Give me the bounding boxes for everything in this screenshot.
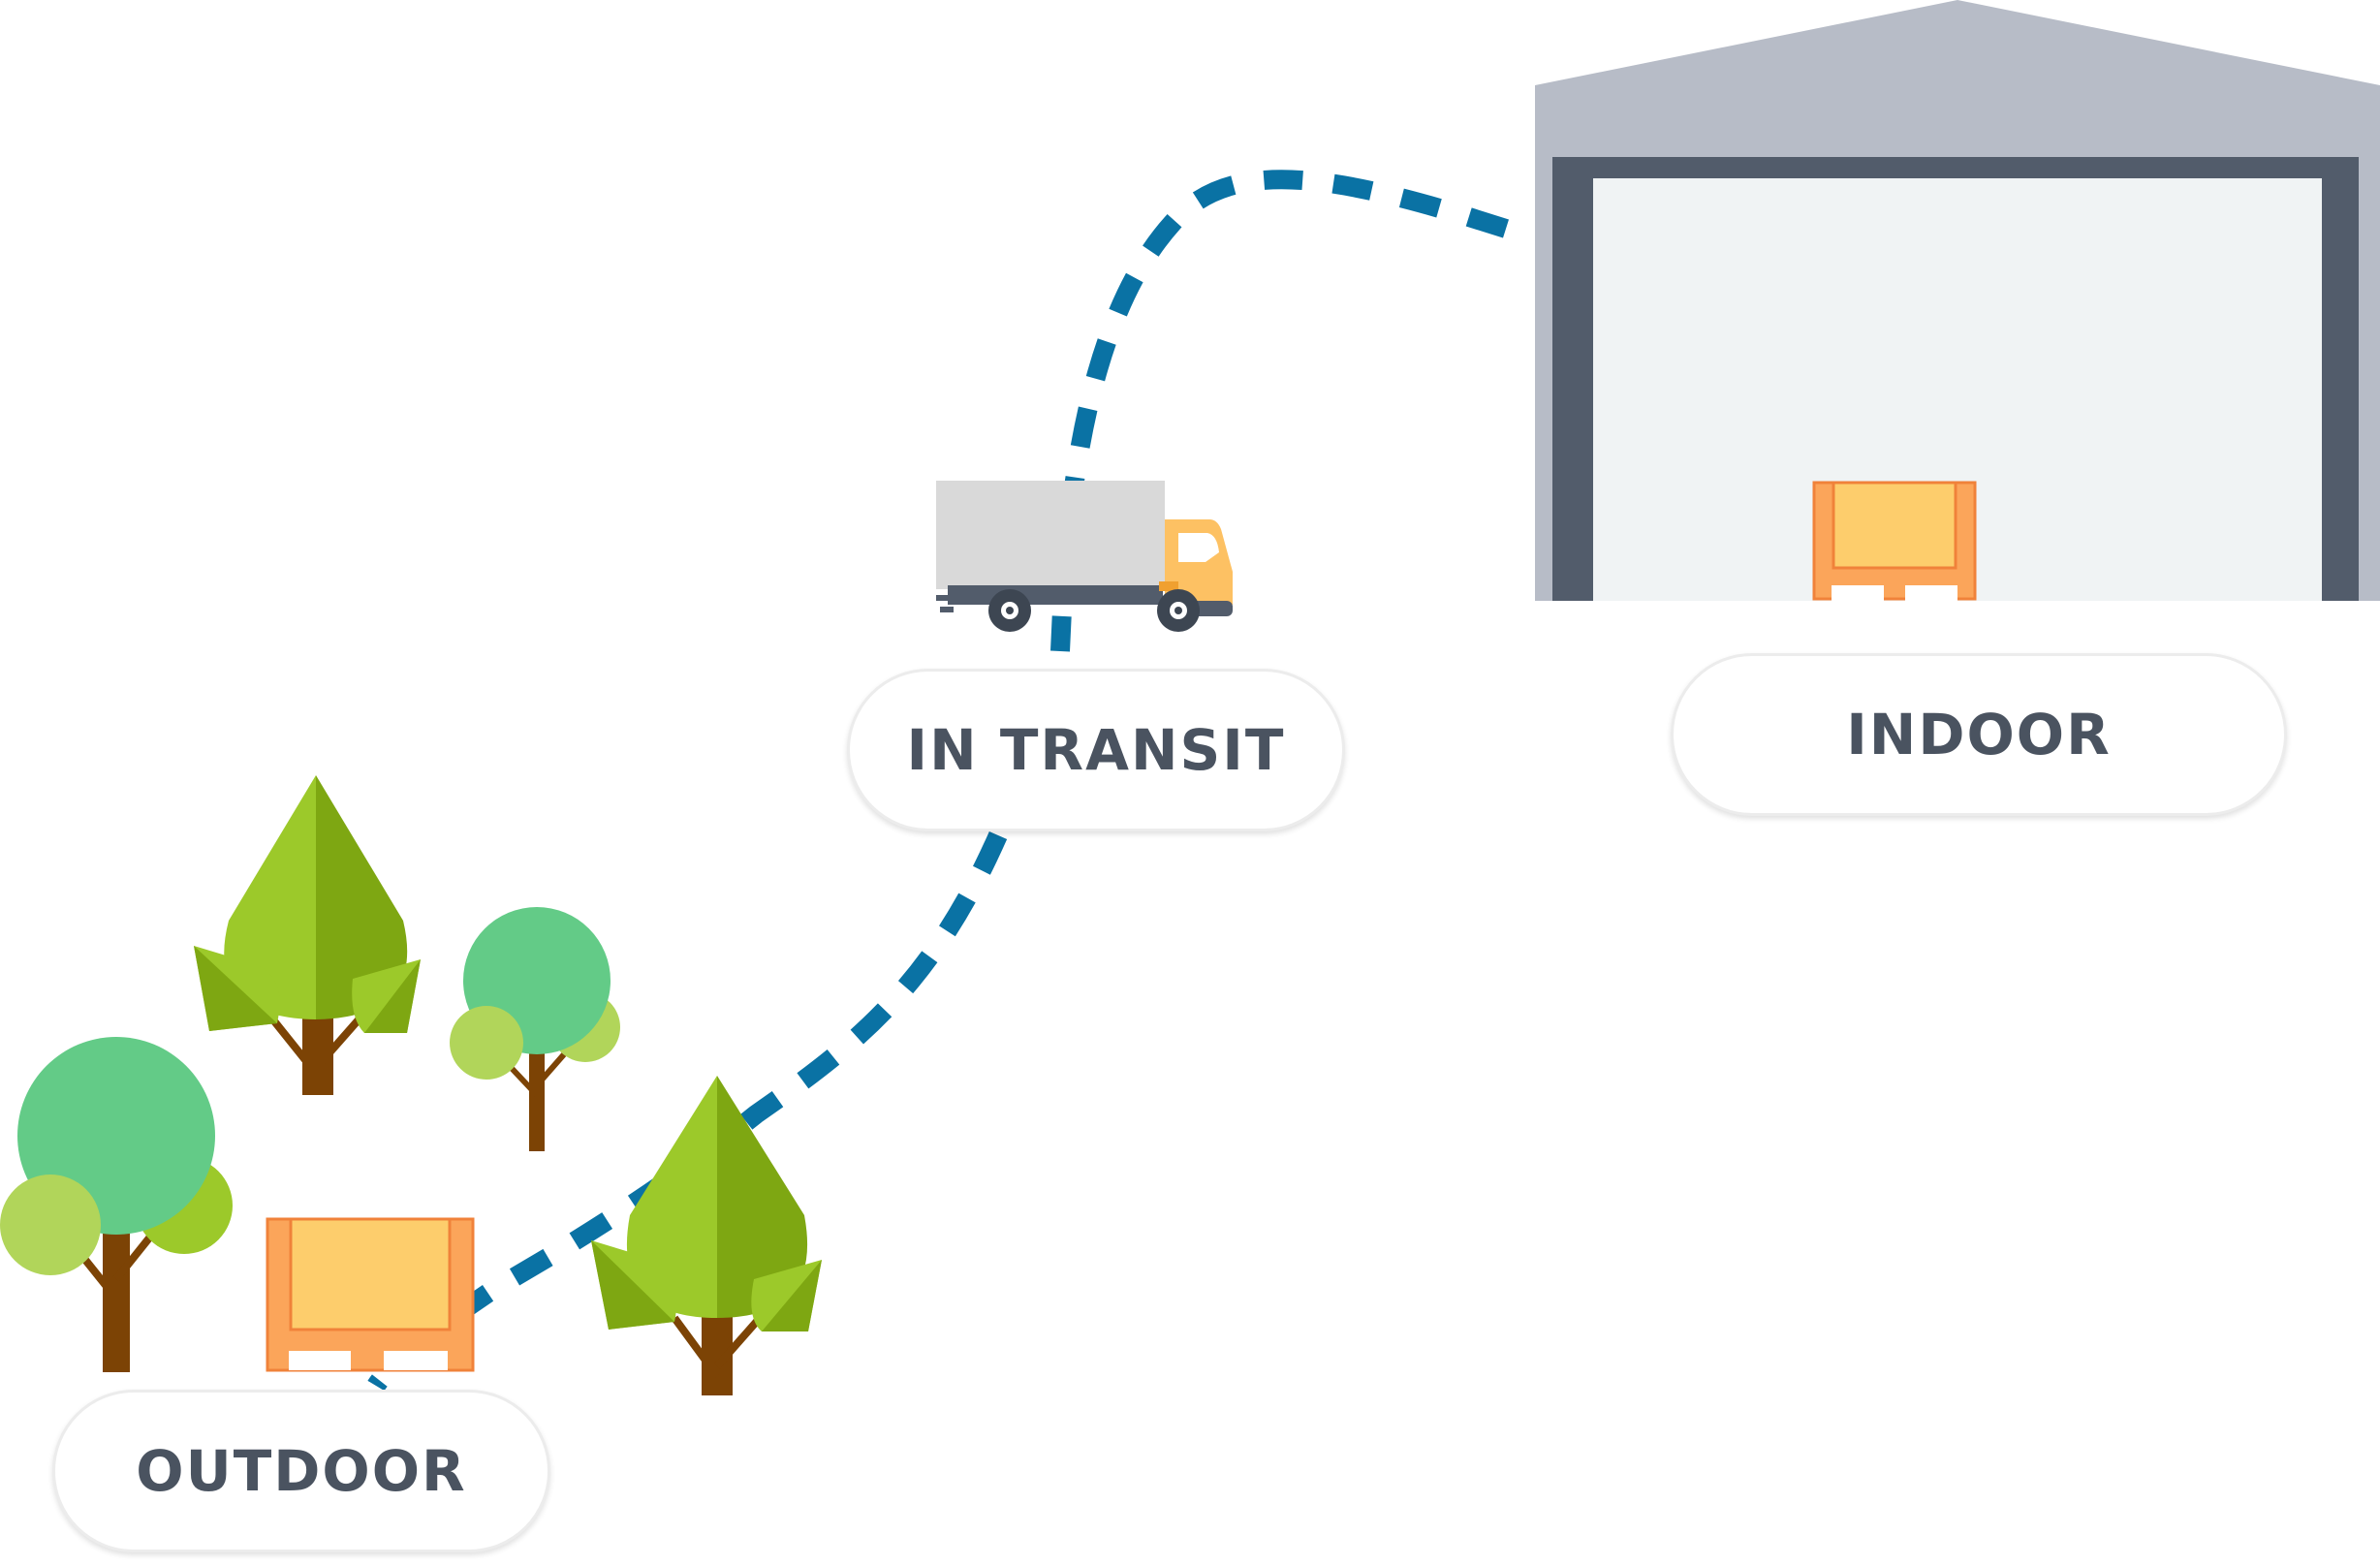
tree-icon bbox=[591, 1076, 822, 1395]
truck-icon bbox=[936, 481, 1233, 632]
tree-icon bbox=[0, 1037, 233, 1372]
tree-icon bbox=[194, 775, 421, 1095]
tree-icon bbox=[450, 907, 620, 1151]
outdoor-crate-icon bbox=[266, 1217, 475, 1372]
indoor-label: INDOOR bbox=[1671, 653, 2287, 816]
warehouse-crate-icon bbox=[1812, 481, 1977, 601]
in-transit-label: IN TRANSIT bbox=[847, 669, 1345, 831]
warehouse-icon bbox=[1535, 0, 2380, 601]
outdoor-label: OUTDOOR bbox=[52, 1390, 550, 1552]
